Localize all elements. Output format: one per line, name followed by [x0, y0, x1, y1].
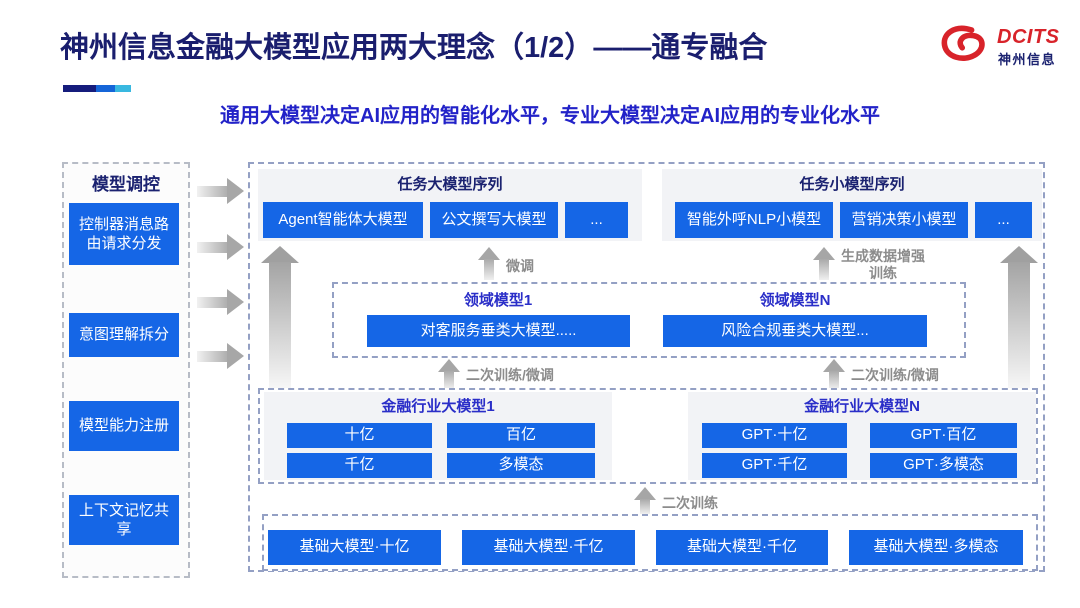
- industry-model-1-title: 金融行业大模型1: [381, 398, 495, 415]
- node-gpt-ten-billion: GPT·百亿: [870, 423, 1017, 448]
- sidebar-item-controller-routing: 控制器消息路由请求分发: [69, 203, 179, 265]
- node-billion: 十亿: [287, 423, 432, 448]
- flow-arrow-up-icon: [1000, 246, 1038, 389]
- domain-model-1-title: 领域模型1: [463, 292, 533, 309]
- node-document-writing-model: 公文撰写大模型: [430, 202, 558, 238]
- node-task-small-ellipsis: ...: [975, 202, 1032, 238]
- node-agent-large-model: Agent智能体大模型: [263, 202, 423, 238]
- flow-arrow-right-icon: [197, 289, 244, 316]
- node-gpt-hundred-billion: GPT·千亿: [702, 453, 847, 478]
- finetune-label: 微调: [506, 258, 534, 274]
- industry-model-n-title: 金融行业大模型N: [804, 398, 920, 415]
- node-customer-service-model: 对客服务垂类大模型.....: [367, 315, 630, 347]
- sidebar-item-capability-register: 模型能力注册: [69, 401, 179, 451]
- retrain-arrow-icon: [634, 487, 656, 514]
- domain-model-n-title: 领域模型N: [759, 292, 831, 309]
- node-marketing-decision-model: 营销决策小模型: [840, 202, 968, 238]
- title-accent-bar: [63, 85, 131, 92]
- node-base-model-multimodal: 基础大模型·多模态: [849, 530, 1023, 565]
- accent-segment-cyan: [115, 85, 131, 92]
- accent-segment-navy: [63, 85, 96, 92]
- accent-segment-blue: [96, 85, 115, 92]
- dcits-logo-icon: [938, 22, 994, 68]
- node-risk-compliance-model: 风险合规垂类大模型...: [663, 315, 927, 347]
- node-gpt-multimodal: GPT·多模态: [870, 453, 1017, 478]
- flow-arrow-right-icon: [197, 234, 244, 261]
- task-small-series-title: 任务小模型序列: [799, 176, 905, 193]
- node-base-model-billion: 基础大模型·十亿: [268, 530, 441, 565]
- logo-brand-cn-text: 神州信息: [998, 52, 1057, 67]
- node-outbound-nlp-model: 智能外呼NLP小模型: [675, 202, 833, 238]
- retrain-finetune-right-label: 二次训练/微调: [851, 367, 939, 383]
- sidebar-item-context-memory: 上下文记忆共享: [69, 495, 179, 545]
- sidebar-title: 模型调控: [92, 175, 160, 194]
- retrain-finetune-arrow-icon: [438, 359, 460, 389]
- gen-data-arrow-icon: [813, 247, 835, 280]
- node-base-model-hundred-billion-2: 基础大模型·千亿: [656, 530, 828, 565]
- page-title: 神州信息金融大模型应用两大理念（1/2）——通专融合: [60, 32, 768, 64]
- node-multimodal: 多模态: [447, 453, 595, 478]
- flow-arrow-right-icon: [197, 343, 244, 370]
- slide-subtitle: 通用大模型决定AI应用的智能化水平，专业大模型决定AI应用的专业化水平: [220, 105, 880, 127]
- node-base-model-hundred-billion-1: 基础大模型·千亿: [462, 530, 635, 565]
- task-large-series-title: 任务大模型序列: [397, 176, 503, 193]
- gen-data-label: 生成数据增强训练: [841, 248, 925, 281]
- retrain-finetune-left-label: 二次训练/微调: [466, 367, 554, 383]
- logo-brand-text: DCITS: [997, 26, 1060, 48]
- flow-arrow-up-icon: [261, 246, 299, 389]
- finetune-arrow-icon: [478, 247, 500, 280]
- sidebar-item-intent-split: 意图理解拆分: [69, 313, 179, 357]
- flow-arrow-right-icon: [197, 178, 244, 205]
- node-ten-billion: 百亿: [447, 423, 595, 448]
- node-gpt-billion: GPT·十亿: [702, 423, 847, 448]
- retrain-label: 二次训练: [662, 495, 718, 511]
- retrain-finetune-arrow-icon: [823, 359, 845, 389]
- node-task-large-ellipsis: ...: [565, 202, 628, 238]
- node-hundred-billion: 千亿: [287, 453, 432, 478]
